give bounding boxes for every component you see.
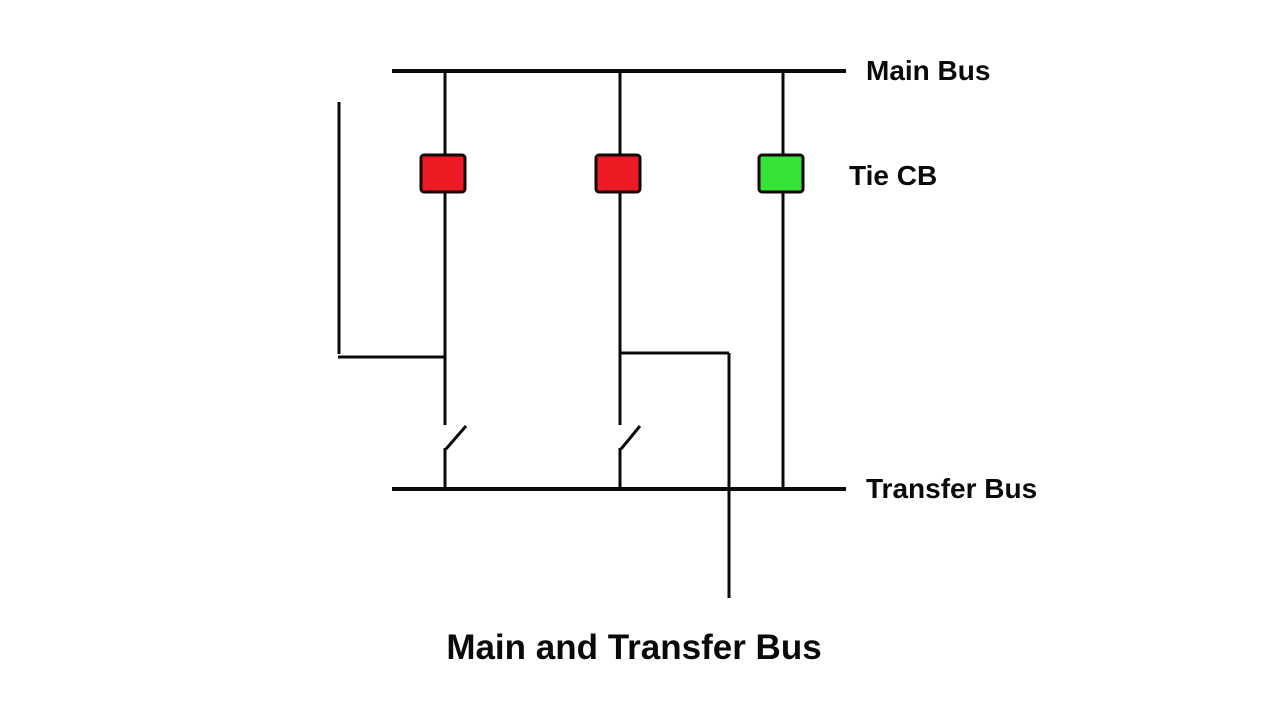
diagram-title: Main and Transfer Bus xyxy=(446,628,822,667)
feeder-breaker-2 xyxy=(594,153,642,194)
transfer-bus-label: Transfer Bus xyxy=(866,473,1038,504)
main-bus-label: Main Bus xyxy=(866,55,991,86)
feeder-breaker-1 xyxy=(419,153,467,194)
tie-breaker xyxy=(757,153,805,194)
feeder-2-disconnect-switch-blade xyxy=(619,425,642,450)
tie-cb-label: Tie CB xyxy=(849,160,938,191)
feeder-1-disconnect-switch-blade xyxy=(444,425,468,450)
